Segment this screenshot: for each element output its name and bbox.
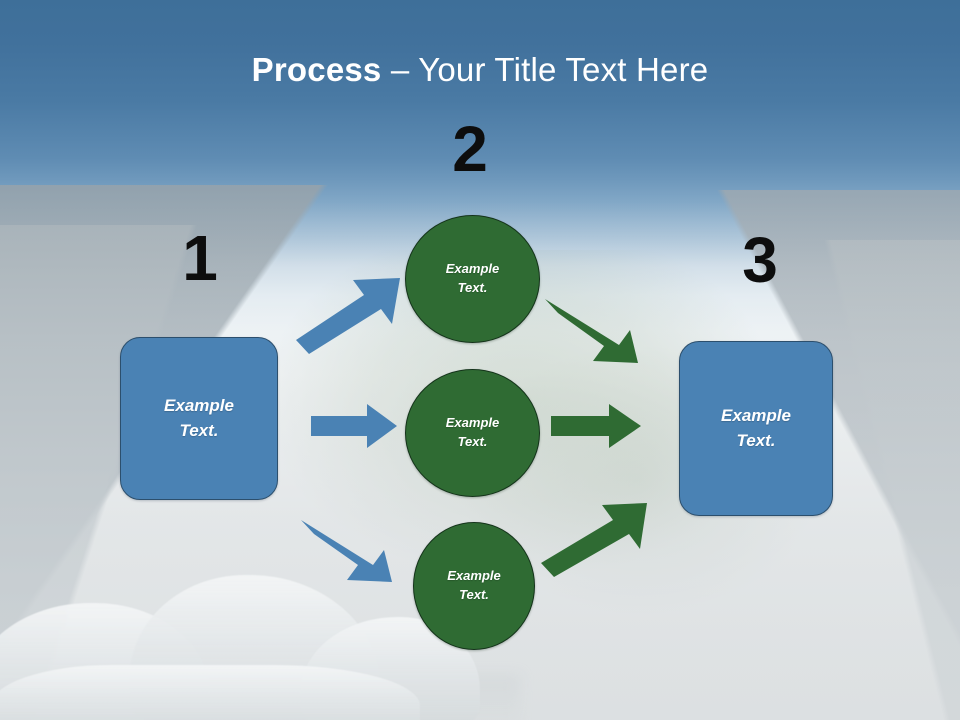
process-circle-middle[interactable]: Example Text. — [405, 369, 540, 497]
green-arrow-right-icon — [551, 404, 641, 448]
circle-middle-text: Example Text. — [446, 414, 499, 452]
slide-title: Process – Your Title Text Here — [0, 50, 960, 90]
end-box-text-line2: Text. — [736, 430, 776, 450]
start-box-text-line1: Example — [164, 395, 234, 415]
circle-bottom-text-line1: Example — [447, 568, 501, 584]
circle-top-text: Example Text. — [446, 260, 499, 298]
circle-middle-text-line1: Example — [445, 415, 500, 431]
start-box-text-line2: Text. — [179, 420, 219, 440]
start-box-text: Example Text. — [164, 394, 234, 443]
blue-arrow-up-right-icon — [296, 278, 406, 354]
process-circle-bottom[interactable]: Example Text. — [413, 522, 535, 650]
slide-title-bold: Process — [251, 51, 382, 88]
circle-top-text-line2: Text. — [457, 280, 488, 295]
green-arrow-down-right-icon — [545, 285, 657, 363]
step-number-3: 3 — [742, 224, 778, 296]
end-box-text-line1: Example — [721, 405, 791, 425]
circle-bottom-text-line2: Text. — [459, 587, 489, 602]
background-foreground-rocks — [0, 545, 960, 720]
blue-arrow-right-icon — [311, 404, 397, 448]
slide-title-light: Your Title Text Here — [418, 51, 709, 88]
end-box-text: Example Text. — [721, 404, 791, 453]
process-start-box[interactable]: Example Text. — [120, 337, 278, 500]
blue-arrow-down-right-icon — [301, 506, 411, 582]
green-arrow-up-right-icon — [541, 501, 653, 577]
circle-middle-text-line2: Text. — [457, 434, 488, 449]
step-number-2: 2 — [452, 113, 488, 185]
process-circle-top[interactable]: Example Text. — [405, 215, 540, 343]
circle-top-text-line1: Example — [445, 261, 500, 277]
step-number-1: 1 — [182, 222, 218, 294]
process-end-box[interactable]: Example Text. — [679, 341, 833, 516]
rock-boulder — [0, 665, 420, 720]
circle-bottom-text: Example Text. — [447, 567, 500, 605]
slide-title-separator: – — [381, 51, 419, 88]
